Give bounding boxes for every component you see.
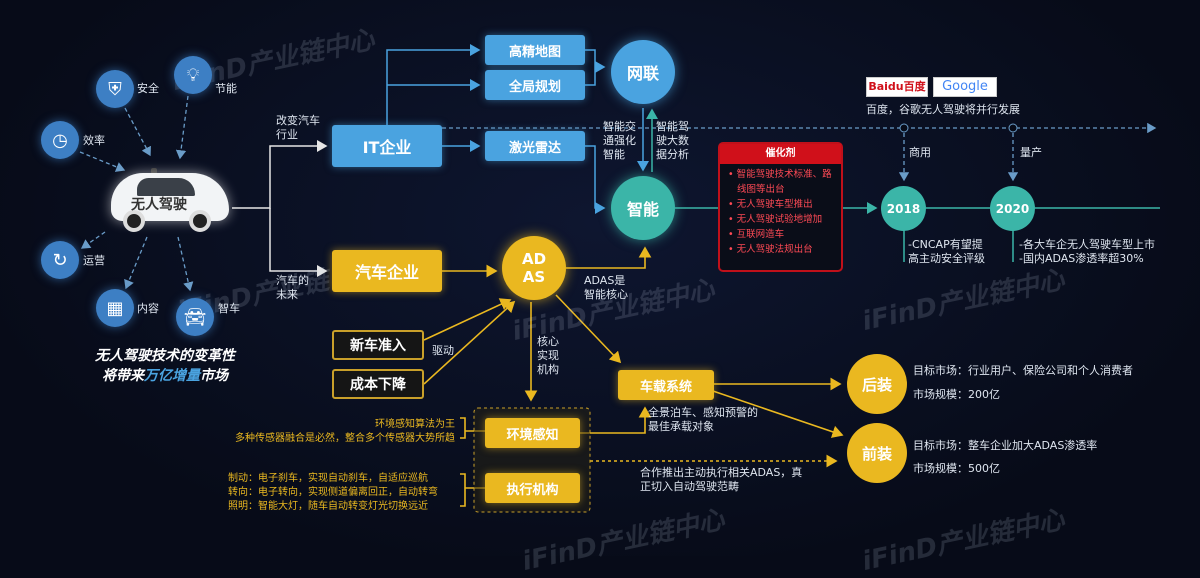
apps-icon: ▦ bbox=[96, 289, 134, 327]
catalyst-item: • 无人驾驶车型推出 bbox=[728, 199, 813, 210]
benefit-label: 节能 bbox=[215, 82, 237, 95]
milestone-2020[interactable]: 2020 bbox=[990, 186, 1035, 231]
brand-note: 百度，谷歌无人驾驶将并行发展 bbox=[866, 103, 1020, 116]
cycle-icon: ↻ bbox=[41, 241, 79, 279]
actuation-notes: 制动：电子刹车，实现自动刹车，自适应巡航转向：电子转向，实现侧道偏离回正，自动转… bbox=[228, 473, 438, 512]
car-icon: 🚘︎ bbox=[176, 298, 214, 336]
market-size: 市场规模：200亿 bbox=[913, 388, 1000, 401]
catalyst-item: • 无人驾驶试验地增加 bbox=[728, 214, 823, 225]
driver-cost-reduction[interactable]: 成本下降 bbox=[332, 369, 424, 399]
catalyst-list: • 智能驾驶技术标准、路线图等出台 • 无人驾驶车型推出 • 无人驾驶试验地增加 • … bbox=[720, 164, 841, 257]
milestone-2018[interactable]: 2018 bbox=[881, 186, 926, 231]
annotation: 合作推出主动执行相关ADAS，真正切入自动驾驶范畴 bbox=[640, 466, 803, 493]
hd-map-box[interactable]: 高精地图 bbox=[485, 35, 585, 65]
branch-label: 汽车的未来 bbox=[276, 274, 309, 301]
milestone-tag: 量产 bbox=[1020, 146, 1042, 159]
milestone-tag: 商用 bbox=[909, 146, 931, 159]
caption: 无人驾驶技术的变革性 将带来万亿增量市场 bbox=[70, 346, 260, 386]
annotation: 智能交通强化智能 bbox=[603, 120, 636, 161]
it-enterprise-box[interactable]: IT企业 bbox=[332, 125, 442, 167]
caption-highlight: 万亿增量 bbox=[144, 368, 200, 384]
clock-icon: ◷ bbox=[41, 121, 79, 159]
google-logo: Google bbox=[933, 77, 997, 97]
milestone-notes: -各大车企无人驾驶车型上市-国内ADAS渗透率超30% bbox=[1019, 238, 1155, 265]
shield-icon: ⛨ bbox=[96, 70, 134, 108]
perception-notes: 环境感知算法为王多种传感器融合是必然，整合多个传感器大势所趋 bbox=[235, 419, 455, 444]
connectivity-node[interactable]: 网联 bbox=[611, 40, 675, 104]
lightbulb-icon: 💡︎ bbox=[174, 56, 212, 94]
branch-label: 改变汽车行业 bbox=[276, 114, 320, 141]
annotation: 智能驾驶大数据分析 bbox=[656, 120, 689, 161]
caption-line1: 无人驾驶技术的变革性 bbox=[95, 348, 235, 364]
in-vehicle-system-box[interactable]: 车载系统 bbox=[618, 370, 714, 400]
catalyst-item: • 智能驾驶技术标准、路线图等出台 bbox=[728, 169, 832, 195]
lidar-box[interactable]: 激光雷达 bbox=[485, 131, 585, 161]
catalyst-title: 催化剂 bbox=[720, 144, 841, 164]
driver-new-car-access[interactable]: 新车准入 bbox=[332, 330, 424, 360]
benefit-label: 效率 bbox=[83, 134, 105, 147]
market-size: 市场规模：500亿 bbox=[913, 462, 1000, 475]
baidu-logo: Baidu百度 bbox=[866, 77, 928, 97]
benefit-label: 内容 bbox=[137, 302, 159, 315]
perception-box[interactable]: 环境感知 bbox=[485, 418, 580, 448]
oem-node[interactable]: 前装 bbox=[847, 423, 907, 483]
catalyst-panel: 催化剂 • 智能驾驶技术标准、路线图等出台 • 无人驾驶车型推出 • 无人驾驶试验地… bbox=[718, 142, 843, 272]
caption-line2: 将带来万亿增量市场 bbox=[102, 368, 228, 384]
intelligence-node[interactable]: 智能 bbox=[611, 176, 675, 240]
self-driving-car: 无人驾驶 bbox=[105, 168, 233, 234]
benefit-label: 智车 bbox=[218, 302, 240, 315]
global-planning-box[interactable]: 全局规划 bbox=[485, 70, 585, 100]
actuation-box[interactable]: 执行机构 bbox=[485, 473, 580, 503]
annotation: 驱动 bbox=[432, 344, 454, 357]
auto-enterprise-box[interactable]: 汽车企业 bbox=[332, 250, 442, 292]
aftermarket-node[interactable]: 后装 bbox=[847, 354, 907, 414]
catalyst-item: • 互联网造车 bbox=[728, 229, 785, 240]
market-target: 目标市场：整车企业加大ADAS渗透率 bbox=[913, 439, 1098, 452]
catalyst-item: • 无人驾驶法规出台 bbox=[728, 244, 813, 255]
annotation: 核心实现机构 bbox=[537, 335, 559, 376]
car-label: 无人驾驶 bbox=[131, 197, 187, 213]
annotation: ADAS是智能核心 bbox=[584, 274, 628, 301]
market-target: 目标市场：行业用户、保险公司和个人消费者 bbox=[913, 364, 1133, 377]
benefit-label: 运营 bbox=[83, 254, 105, 267]
annotation: 全景泊车、感知预警的最佳承载对象 bbox=[648, 406, 758, 433]
benefit-label: 安全 bbox=[137, 82, 159, 95]
milestone-notes: -CNCAP有望提高主动安全评级 bbox=[908, 238, 985, 265]
